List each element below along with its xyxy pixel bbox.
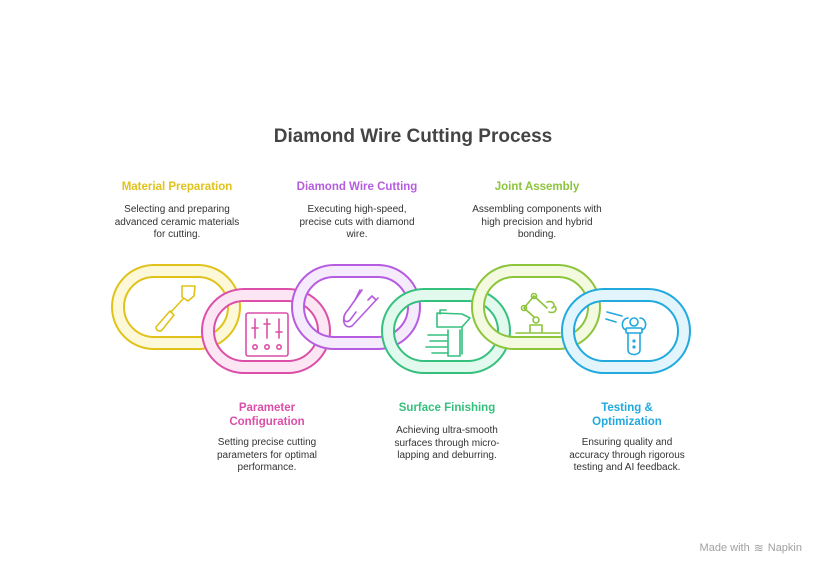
diagram-title: Diamond Wire Cutting Process [273,126,553,147]
sliders-panel-icon [245,312,289,357]
step-title-surface-finishing: Surface Finishing [398,402,496,414]
robot-arm-icon [515,292,561,334]
step-title-material-preparation: Material Preparation [121,181,233,193]
napkin-logo-icon: ≋ [753,541,764,555]
step-title-diamond-wire-cutting: Diamond Wire Cutting [296,181,418,193]
step-desc-material-preparation: Selecting and preparing advanced ceramic… [114,204,240,240]
footer-brand[interactable]: Napkin [767,542,802,554]
robotic-test-tube-icon [605,311,647,356]
step-desc-joint-assembly: Assembling components with high precisio… [472,204,602,240]
wire-cutter-icon [342,289,379,328]
footer-attribution: Made with ≋ Napkin [700,541,802,555]
step-desc-diamond-wire-cutting: Executing high-speed, precise cuts with … [299,204,415,240]
step-title-parameter-configuration: Parameter Configuration [229,402,305,428]
step-title-testing-optimization: Testing & Optimization [592,402,662,428]
step-title-joint-assembly: Joint Assembly [494,181,580,193]
step-desc-parameter-configuration: Setting precise cutting parameters for o… [216,437,318,473]
palette-knife-icon [155,285,196,332]
step-desc-testing-optimization: Ensuring quality and accuracy through ri… [569,437,685,473]
footer-prefix: Made with [699,542,750,554]
hand-polishing-icon [425,309,471,357]
step-desc-surface-finishing: Achieving ultra-smooth surfaces through … [394,425,500,461]
